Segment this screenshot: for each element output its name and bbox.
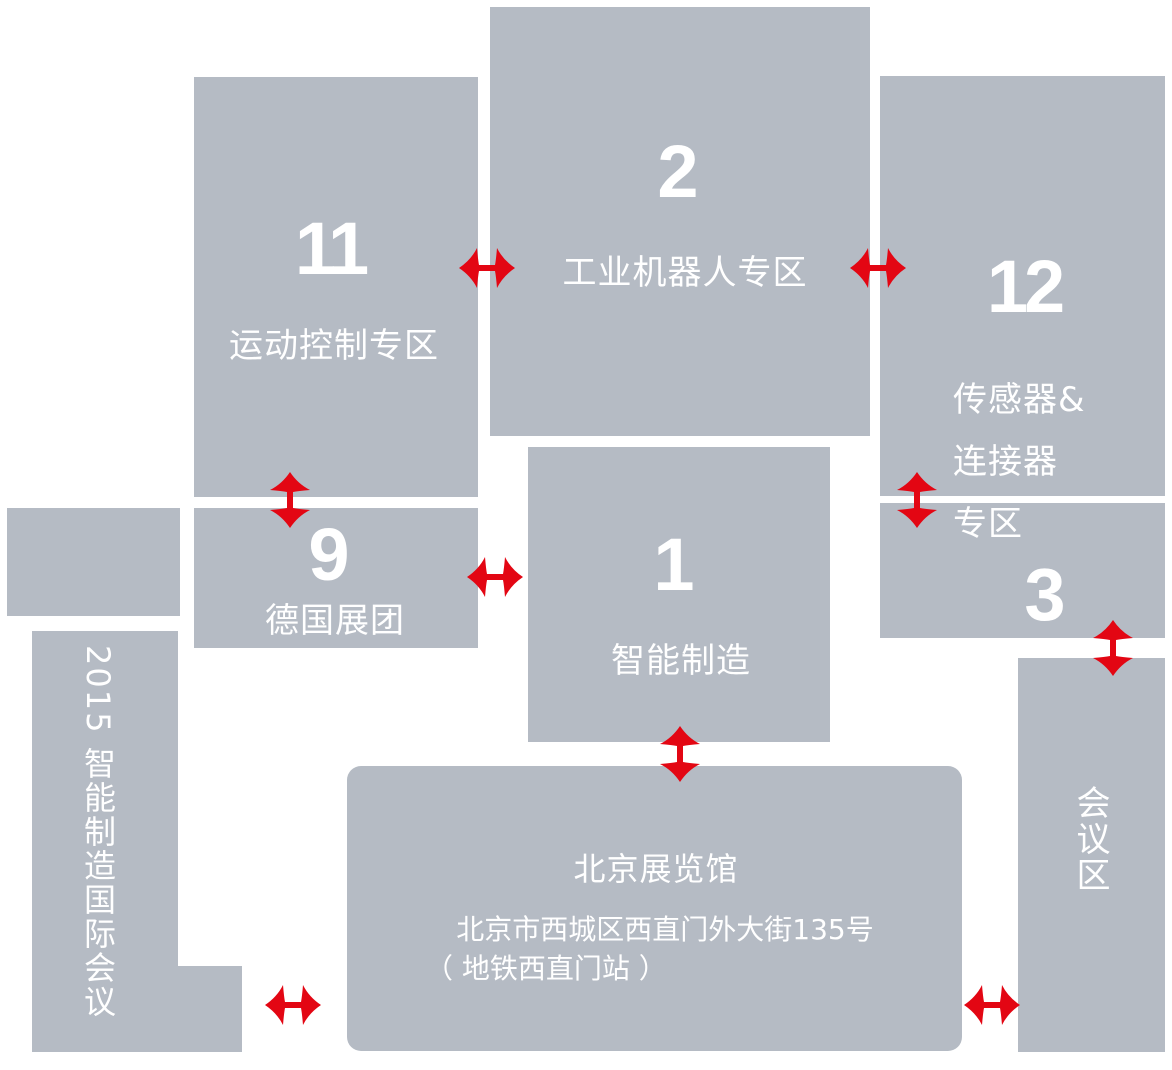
beijing-exhibition-center[interactable] bbox=[347, 766, 962, 1051]
meeting-area[interactable] bbox=[1018, 658, 1165, 1052]
arrow-2-12-icon bbox=[850, 248, 906, 288]
conference-hall-name: 2015 智能制造国际会议 bbox=[79, 645, 117, 1019]
conference-hall-extension bbox=[176, 966, 242, 1052]
arrow-11-2-icon bbox=[459, 248, 515, 288]
hall-12-name-line1: 传感器& bbox=[953, 380, 1086, 420]
hall-2-number: 2 bbox=[657, 130, 698, 213]
hall-3[interactable] bbox=[880, 503, 1165, 638]
hall-1[interactable] bbox=[528, 447, 830, 742]
arrow-3-meeting-icon bbox=[1093, 620, 1133, 676]
center-address: 北京市西城区西直门外大街135号 bbox=[456, 913, 874, 946]
hall-1-number: 1 bbox=[653, 523, 694, 606]
hall-12-name-line3: 专区 bbox=[953, 504, 1023, 544]
hall-11-number: 11 bbox=[294, 207, 369, 290]
arrow-center-meeting-icon bbox=[964, 985, 1020, 1025]
conference-hall[interactable] bbox=[32, 631, 178, 1052]
center-metro: （ 地铁西直门站 ） bbox=[425, 952, 667, 985]
hall-11-name: 运动控制专区 bbox=[229, 326, 439, 366]
hall-12-number: 12 bbox=[986, 245, 1065, 328]
hall-2[interactable] bbox=[490, 7, 870, 436]
hall-9-name: 德国展团 bbox=[265, 601, 405, 641]
unlabeled-block bbox=[7, 508, 180, 616]
hall-9-number: 9 bbox=[308, 513, 349, 596]
hall-2-name: 工业机器人专区 bbox=[562, 253, 808, 293]
center-name: 北京展览馆 bbox=[573, 850, 739, 888]
hall-9[interactable] bbox=[194, 508, 478, 648]
hall-12[interactable] bbox=[880, 76, 1165, 496]
arrow-9-1-icon bbox=[467, 557, 523, 597]
hall-1-name: 智能制造 bbox=[611, 641, 751, 681]
arrow-12-3-icon bbox=[897, 472, 937, 528]
meeting-area-name: 会议区 bbox=[1070, 785, 1110, 893]
arrow-conference-center-icon bbox=[265, 985, 321, 1025]
hall-12-name-line2: 连接器 bbox=[953, 442, 1058, 482]
arrow-11-9-icon bbox=[270, 472, 310, 528]
arrow-1-center-icon bbox=[660, 726, 700, 782]
hall-3-number: 3 bbox=[1024, 553, 1065, 636]
hall-11[interactable] bbox=[194, 77, 478, 497]
